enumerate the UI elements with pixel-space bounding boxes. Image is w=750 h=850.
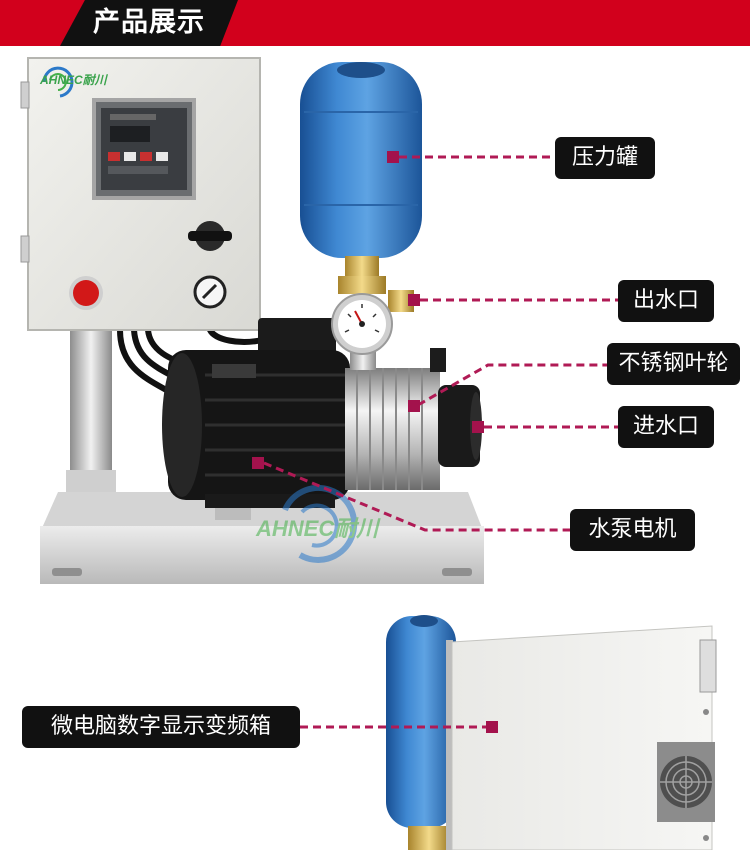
red-stop-button: [69, 276, 103, 310]
base-tray: [40, 492, 484, 584]
marker-vfd: [486, 721, 498, 733]
cooling-fan-grille: [657, 742, 715, 822]
callout-pressure-tank: 压力罐: [555, 137, 655, 179]
brand-watermark: AHNEC耐川: [255, 485, 381, 563]
svg-text:AHNEC耐川: AHNEC耐川: [255, 516, 381, 541]
marker-impeller: [408, 400, 420, 412]
marker-outlet: [408, 294, 420, 306]
marker-tank: [387, 151, 399, 163]
leader-lines: [263, 155, 618, 729]
callout-water-outlet: 出水口: [618, 280, 714, 322]
marker-inlet: [472, 421, 484, 433]
callout-water-inlet: 进水口: [618, 406, 714, 448]
pressure-tank-side: [386, 615, 456, 850]
callout-stainless-impeller: 不锈钢叶轮: [607, 343, 740, 385]
leader-motor: [263, 461, 570, 532]
control-box: AHNEC耐川: [20, 57, 261, 331]
vfd-display-window: [92, 98, 196, 200]
svg-text:AHNEC耐川: AHNEC耐川: [39, 73, 109, 87]
callout-pump-motor: 水泵电机: [570, 509, 695, 551]
page-title: 产品展示: [93, 7, 205, 38]
pressure-tank: [300, 62, 422, 258]
selector-switch: [188, 221, 232, 251]
vfd-cabinet-side: [446, 625, 717, 850]
run-button: [193, 275, 227, 309]
marker-motor: [252, 457, 264, 469]
brand-logo: AHNEC耐川: [39, 66, 109, 98]
pressure-gauge: [331, 293, 393, 355]
callout-vfd-cabinet: 微电脑数字显示变频箱: [22, 706, 300, 748]
leader-impeller: [417, 363, 607, 407]
outlet-fitting: [338, 256, 414, 370]
control-box-stand: [66, 330, 116, 500]
leader-markers: [252, 151, 498, 733]
pump-motor: [162, 318, 350, 508]
header-tab: [60, 0, 238, 46]
